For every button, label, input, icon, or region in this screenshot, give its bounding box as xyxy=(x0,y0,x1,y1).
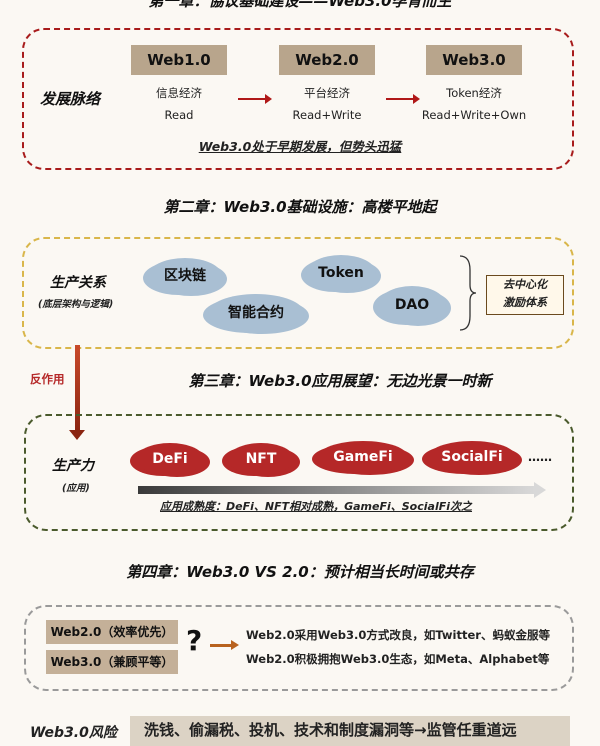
app-gamefi: GameFi xyxy=(318,441,408,473)
era-web1-mode: Read xyxy=(164,108,194,122)
chapter2-title: 第二章：Web3.0基础设施：高楼平地起 xyxy=(163,198,437,216)
arrow-down-icon xyxy=(69,430,85,440)
reaction-arrow xyxy=(75,345,80,433)
app-socialfi: SocialFi xyxy=(428,441,516,473)
comparison-arrow xyxy=(210,644,232,647)
comparison-line2: Web2.0积极拥抱Web3.0生态，如Meta、Alphabet等 xyxy=(246,652,550,666)
result-line1: 去中心化 xyxy=(503,278,547,291)
cloud-dao: DAO xyxy=(378,286,446,324)
chapter1-title: 第一章：協议基础建设——Web3.0孕育而生 xyxy=(148,0,452,10)
web3-tag: Web3.0（兼顾平等） xyxy=(46,650,178,674)
cloud-blockchain: 区块链 xyxy=(148,258,222,294)
maturity-text: 应用成熟度：DeFi、NFT相对成熟，GameFi、SocialFi次之 xyxy=(160,500,473,513)
development-label: 发展脉络 xyxy=(40,90,101,108)
app-defi: DeFi xyxy=(136,443,204,475)
era-web3-mode: Read+Write+Own xyxy=(421,108,527,122)
result-box: 去中心化 激励体系 xyxy=(486,275,564,315)
brace-icon xyxy=(459,255,477,331)
reaction-label: 反作用 xyxy=(30,372,65,386)
comparison-box xyxy=(24,605,574,691)
production-relation-label: 生产关系 xyxy=(50,275,106,291)
risk-text: 洗钱、偷漏税、投机、技术和制度漏洞等→监管任重道远 xyxy=(130,716,570,746)
development-box xyxy=(22,28,574,170)
arrow-right-icon xyxy=(534,482,546,498)
arrow-right-icon xyxy=(238,94,272,104)
risk-label: Web3.0风险 xyxy=(30,725,117,741)
maturity-gradient-bar xyxy=(138,486,534,494)
chapter3-title: 第三章：Web3.0应用展望：无边光景一时新 xyxy=(188,372,492,390)
arrow-right-icon xyxy=(386,94,420,104)
era-web1-economy: 信息经济 xyxy=(156,86,202,100)
productivity-label: 生产力 xyxy=(52,458,94,474)
result-line2: 激励体系 xyxy=(503,296,547,309)
era-web3-economy: Token经济 xyxy=(446,86,502,100)
arrow-right-icon xyxy=(231,640,239,650)
more-ellipsis: …… xyxy=(528,450,552,464)
development-conclusion: Web3.0处于早期发展，但势头迅猛 xyxy=(198,139,402,154)
era-web2-economy: 平台经济 xyxy=(304,86,350,100)
production-relation-sublabel: (底层架构与逻辑) xyxy=(38,299,114,310)
chapter4-title: 第四章：Web3.0 VS 2.0：预计相当长时间或共存 xyxy=(126,563,474,581)
cloud-smart-contract: 智能合约 xyxy=(208,294,304,332)
era-web2-header: Web2.0 xyxy=(279,45,375,75)
question-mark: ? xyxy=(186,624,203,657)
era-web3-header: Web3.0 xyxy=(426,45,522,75)
era-web1-header: Web1.0 xyxy=(131,45,227,75)
comparison-line1: Web2.0采用Web3.0方式改良，如Twitter、蚂蚁金服等 xyxy=(246,628,550,642)
app-nft: NFT xyxy=(228,443,294,475)
productivity-sublabel: (应用) xyxy=(62,483,90,494)
web2-tag: Web2.0（效率优先） xyxy=(46,620,178,644)
cloud-token: Token xyxy=(306,255,376,291)
applications-box xyxy=(24,414,574,531)
infrastructure-box xyxy=(22,237,574,349)
era-web2-mode: Read+Write xyxy=(292,108,362,122)
